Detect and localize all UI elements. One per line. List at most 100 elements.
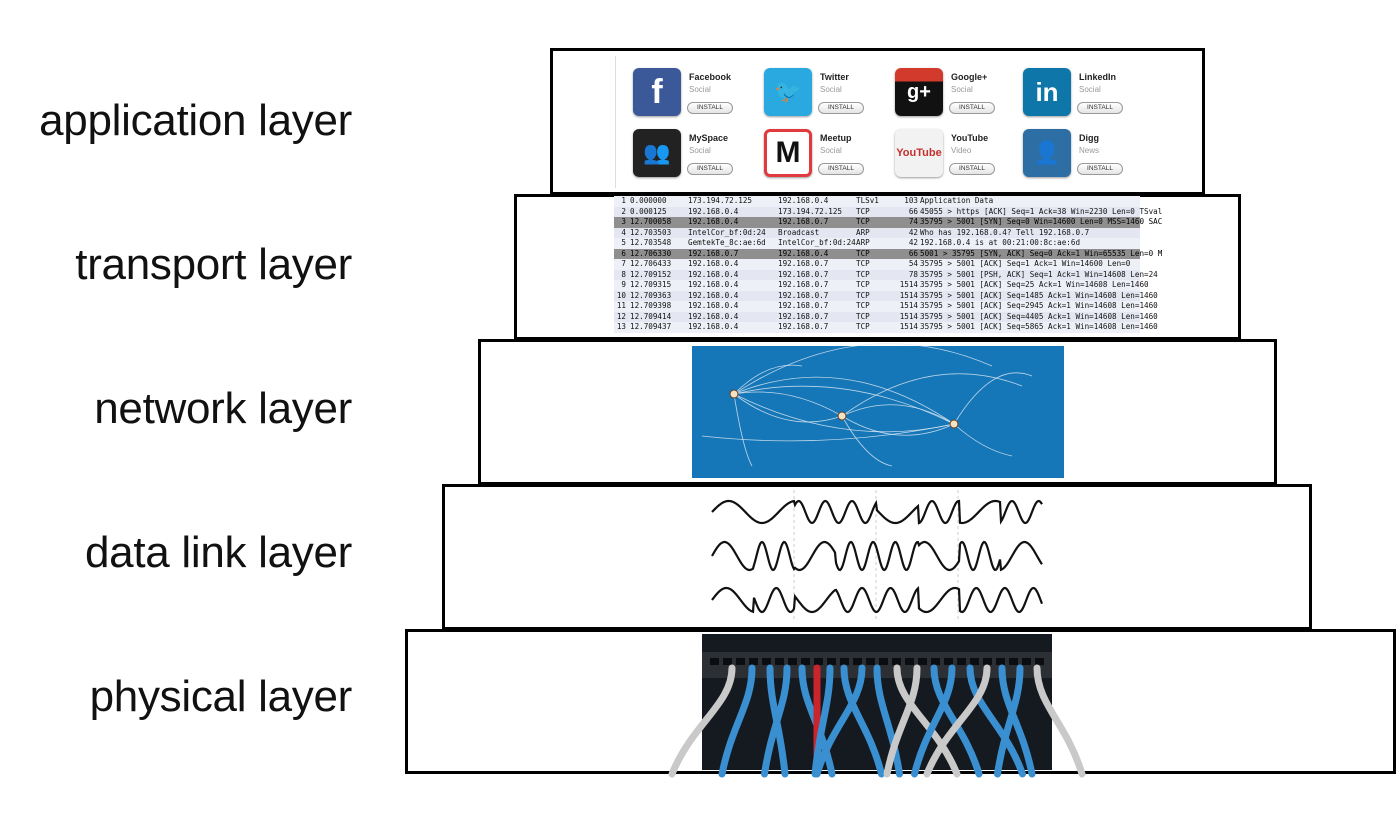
packet-info: 192.168.0.4 is at 00:21:00:8c:ae:6d <box>920 238 1081 247</box>
packet-proto: TCP <box>856 311 870 321</box>
packet-no: 4 <box>621 227 626 237</box>
packet-time: 12.706433 <box>630 259 672 268</box>
packet-len: 74 <box>908 217 918 226</box>
packet-len: 1514 <box>899 280 918 289</box>
packet-len: 66 <box>908 206 918 216</box>
packet-src: 192.168.0.7 <box>688 248 739 258</box>
packet-len: 42 <box>908 238 918 247</box>
packet-no: 13 <box>616 322 626 331</box>
packet-time: 12.703503 <box>630 227 672 237</box>
packet-proto: TCP <box>856 269 870 279</box>
meetup-icon: M <box>764 129 812 177</box>
install-button[interactable]: INSTALL <box>949 102 995 114</box>
packet-proto: TCP <box>856 322 870 331</box>
packet-dst: 192.168.0.7 <box>778 311 829 321</box>
install-button[interactable]: INSTALL <box>687 163 733 175</box>
packet-src: 192.168.0.4 <box>688 311 739 321</box>
app-name: MySpace <box>689 133 729 143</box>
packet-no: 8 <box>621 269 626 279</box>
app-category: Social <box>1079 85 1101 94</box>
packet-len: 42 <box>908 227 918 237</box>
packet-proto: TCP <box>856 301 870 310</box>
app-name: Meetup <box>820 133 852 143</box>
packet-dst: 192.168.0.7 <box>778 269 829 279</box>
packet-proto: TCP <box>856 248 870 258</box>
install-button[interactable]: INSTALL <box>949 163 995 175</box>
packet-time: 0.000125 <box>630 206 667 216</box>
packet-no: 2 <box>621 206 626 216</box>
install-button[interactable]: INSTALL <box>818 163 864 175</box>
packet-dst: 192.168.0.4 <box>778 248 829 258</box>
packet-src: GemtekTe_8c:ae:6d <box>688 238 766 247</box>
install-button[interactable]: INSTALL <box>687 102 733 114</box>
packet-len: 1514 <box>899 311 918 321</box>
packet-no: 1 <box>621 196 626 205</box>
app-category: Social <box>689 85 711 94</box>
network-cables-image <box>668 634 1086 778</box>
packet-no: 9 <box>621 280 626 289</box>
packet-proto: TCP <box>856 259 870 268</box>
linkedin-icon: in <box>1023 68 1071 116</box>
install-button[interactable]: INSTALL <box>1077 102 1123 114</box>
google-plus-icon: g+ <box>895 68 943 116</box>
app-category: Social <box>689 146 711 155</box>
install-button[interactable]: INSTALL <box>818 102 864 114</box>
packet-proto: ARP <box>856 227 870 237</box>
myspace-icon: 👥 <box>633 129 681 177</box>
packet-dst: 192.168.0.4 <box>778 196 829 205</box>
packet-src: 192.168.0.4 <box>688 217 739 226</box>
packet-no: 5 <box>621 238 626 247</box>
packet-proto: TCP <box>856 206 870 216</box>
packet-time: 12.706330 <box>630 248 672 258</box>
app-name: Digg <box>1079 133 1099 143</box>
packet-proto: TCP <box>856 217 870 226</box>
install-button[interactable]: INSTALL <box>1077 163 1123 175</box>
network-map-image <box>692 343 1064 478</box>
packet-src: 192.168.0.4 <box>688 322 739 331</box>
packet-no: 11 <box>616 301 626 310</box>
packet-len: 1514 <box>899 290 918 300</box>
waveform-image <box>711 490 1044 622</box>
packet-dst: 192.168.0.7 <box>778 322 829 331</box>
packet-len: 103 <box>904 196 918 205</box>
network-layer-label: network layer <box>94 384 352 433</box>
youtube-icon: YouTube <box>895 129 943 177</box>
packet-time: 12.709398 <box>630 301 672 310</box>
packet-info: 35795 > 5001 [ACK] Seq=1485 Ack=1 Win=14… <box>920 290 1158 300</box>
packet-len: 54 <box>908 259 918 268</box>
packet-info: 5001 > 35795 [SYN, ACK] Seq=0 Ack=1 Win=… <box>920 248 1163 258</box>
app-category: Social <box>820 146 842 155</box>
packet-src: 192.168.0.4 <box>688 280 739 289</box>
packet-src: 173.194.72.125 <box>688 196 753 205</box>
packet-info: Application Data <box>920 196 994 205</box>
packet-time: 12.709315 <box>630 280 672 289</box>
packet-no: 6 <box>621 248 626 258</box>
twitter-icon: 🐦 <box>764 68 812 116</box>
packet-info: 35795 > 5001 [ACK] Seq=1 Ack=1 Win=14600… <box>920 259 1131 268</box>
app-name: Twitter <box>820 72 849 82</box>
packet-src: 192.168.0.4 <box>688 206 739 216</box>
app-category: Social <box>951 85 973 94</box>
app-category: News <box>1079 146 1100 155</box>
packet-len: 78 <box>908 269 918 279</box>
packet-dst: 192.168.0.7 <box>778 217 829 226</box>
